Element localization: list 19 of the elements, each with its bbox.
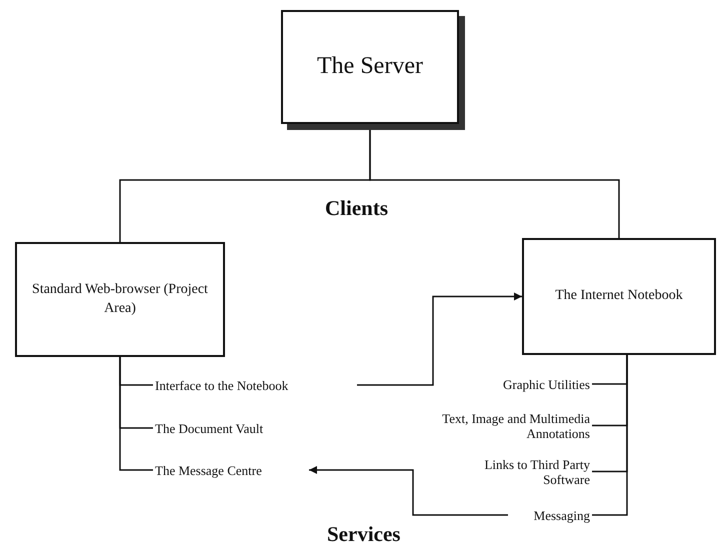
- group-heading: Clients: [325, 196, 388, 221]
- connector-line: [369, 130, 620, 238]
- service-label: Interface to the Notebook: [155, 378, 288, 392]
- box-label: Standard Web-browser (Project Area): [31, 281, 209, 318]
- service-label: The Document Vault: [155, 420, 264, 436]
- connector-line: [119, 357, 153, 471]
- client-box: [15, 242, 225, 357]
- service-label: Text, Image and Multimedia Annotations: [441, 410, 590, 440]
- group-heading: Services: [327, 522, 400, 547]
- service-label: Graphic Utilities: [502, 376, 590, 392]
- service-label: Messaging: [534, 508, 590, 522]
- service-label: Links to Third Party Software: [483, 456, 590, 486]
- service-label: The Message Centre: [155, 462, 262, 478]
- connector-line: [592, 355, 628, 516]
- arrow: [357, 292, 522, 386]
- arrow: [309, 466, 508, 516]
- box-label: The Server: [317, 52, 423, 82]
- box-label: The Internet Notebook: [555, 287, 683, 306]
- client-box: [522, 238, 716, 355]
